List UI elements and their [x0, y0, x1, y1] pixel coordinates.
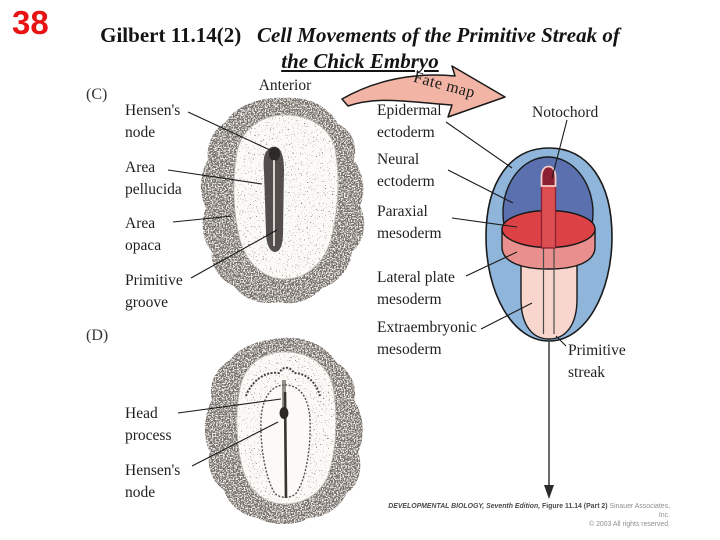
paraxial-mesoderm-label: Paraxial mesoderm	[377, 203, 442, 242]
hensens-node-label-d: Hensen's node	[125, 462, 181, 501]
head-fold-line	[245, 366, 321, 397]
extraembryonic-mesoderm-region	[520, 247, 578, 340]
primitive-streak-bar	[540, 181, 557, 249]
notochord-label: Notochord	[532, 104, 599, 121]
credit-book: DEVELOPMENTAL BIOLOGY, Seventh Edition,	[388, 503, 541, 510]
title-line2: the Chick Embryo	[281, 49, 439, 73]
extraembryonic-mesoderm-label: Extraembryonic mesoderm	[377, 319, 477, 358]
area-opaca-label: Area opaca	[125, 215, 162, 254]
title-prefix: Gilbert 11.14(2)	[100, 23, 242, 47]
head-process-label: Head process	[125, 405, 172, 444]
primitive-streak-label: Primitive streak	[568, 342, 626, 381]
neural-ectoderm-label: Neural ectoderm	[377, 151, 435, 190]
embryo-c-drawing	[200, 97, 365, 304]
title-line1: Cell Movements of the Primitive Streak o…	[257, 23, 620, 47]
credit-copyright: © 2003 All rights reserved.	[589, 521, 670, 528]
panel-c-label: (C)	[86, 86, 108, 103]
notochord-cap	[540, 165, 557, 187]
fate-map-diagram	[485, 147, 613, 499]
anterior-label: Anterior	[258, 77, 312, 94]
figure-title: Gilbert 11.14(2) Cell Movements of the P…	[40, 22, 680, 74]
credit-figure: Figure 11.14 (Part 2)	[542, 503, 608, 510]
embryo-d-drawing	[204, 337, 363, 524]
hensens-node-d-dot	[279, 407, 289, 419]
area-pellucida-label: Area pellucida	[125, 159, 182, 198]
posterior-arrow-head	[544, 485, 554, 499]
figure-credit: DEVELOPMENTAL BIOLOGY, Seventh Edition, …	[388, 502, 670, 529]
credit-publisher: Sinauer Associates, Inc.	[609, 503, 670, 519]
panel-d-label: (D)	[86, 327, 109, 344]
hensens-node-c-dot	[269, 147, 280, 161]
epidermal-ectoderm-label: Epidermal ectoderm	[377, 102, 442, 141]
leader-lines	[167, 111, 568, 467]
slide-number: 38	[12, 4, 49, 41]
hensens-node-label-c: Hensen's node	[125, 102, 181, 141]
fate-map-arrow	[341, 65, 506, 118]
lateral-plate-mesoderm-label: Lateral plate mesoderm	[377, 269, 455, 308]
primitive-groove-label: Primitive groove	[125, 272, 183, 311]
